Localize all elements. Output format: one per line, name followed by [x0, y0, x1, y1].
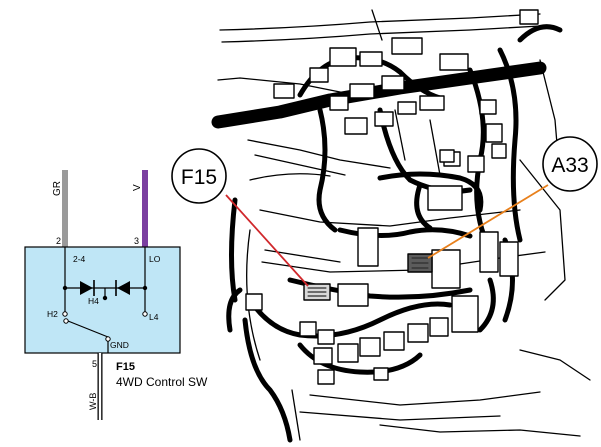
junction-dot [142, 285, 148, 291]
pin-2-label: 2 [56, 236, 61, 246]
pin-5-label: 5 [92, 359, 97, 369]
label-2-4: 2-4 [73, 254, 86, 264]
diode-right-icon [117, 281, 130, 295]
contact-gnd [105, 336, 111, 342]
contact-pivot [63, 318, 69, 324]
callout-a33: A33 [427, 136, 598, 259]
label-h2: H2 [47, 309, 58, 319]
engine-bay-illustration [211, 9, 591, 443]
callout-f15-circle [171, 148, 227, 204]
wire-gr-code: GR [52, 181, 63, 196]
connector-a33 [407, 253, 433, 273]
callout-f15: F15 [171, 148, 309, 287]
wire-wb-code: W-B [88, 393, 98, 410]
component-name: 4WD Control SW [116, 375, 208, 389]
connector-blocks [245, 9, 539, 385]
component-id: F15 [116, 361, 135, 373]
label-gnd: GND [110, 340, 129, 350]
label-l4: L4 [149, 312, 159, 322]
junction-dot [62, 285, 68, 291]
callout-a33-label: A33 [551, 154, 588, 177]
contact-l4 [142, 311, 148, 317]
schematic-panel: GR V 2 3 2-4 LO H4 H2 L4 GND [24, 170, 208, 420]
wire-v-code: V [132, 184, 143, 191]
callout-a33-leader [427, 184, 549, 259]
callout-a33-circle [542, 136, 598, 192]
junction-dot [102, 295, 108, 301]
connector-f15 [303, 283, 331, 301]
label-lo: LO [149, 254, 161, 264]
pin-3-label: 3 [134, 236, 139, 246]
callout-f15-label: F15 [181, 166, 217, 189]
label-h4: H4 [88, 296, 99, 306]
contact-h2 [62, 311, 68, 317]
diode-left-icon [80, 281, 93, 295]
callout-f15-leader [225, 194, 309, 287]
